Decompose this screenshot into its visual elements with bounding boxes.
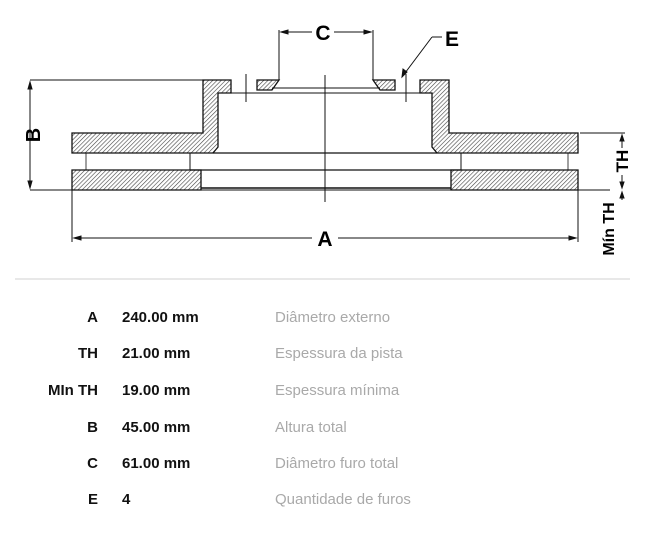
disc-lines	[85, 74, 569, 202]
spec-code: MIn TH	[48, 382, 98, 399]
spec-value: 240.00 mm	[122, 309, 199, 326]
label-e: E	[445, 28, 459, 51]
disc-body	[71, 79, 579, 191]
brake-disc-cross-section: B A C E TH Mín TH	[23, 22, 632, 256]
spec-row: TH 21.00 mm Espessura da pista	[0, 345, 650, 365]
spec-value: 61.00 mm	[122, 455, 191, 472]
spec-row: E 4 Quantidade de furos	[0, 491, 650, 511]
spec-code: C	[87, 455, 98, 472]
spec-value: 45.00 mm	[122, 419, 191, 436]
label-c: C	[315, 22, 330, 45]
spec-description: Diâmetro externo	[275, 309, 391, 326]
spec-description: Espessura da pista	[275, 345, 403, 362]
spec-row: A 240.00 mm Diâmetro externo	[0, 309, 650, 329]
divider	[15, 278, 630, 280]
spec-description: Espessura mínima	[275, 382, 400, 399]
spec-code: B	[87, 419, 98, 436]
label-min-th: Mín TH	[601, 202, 618, 255]
spec-row: C 61.00 mm Diâmetro furo total	[0, 455, 650, 475]
label-b: B	[23, 128, 45, 142]
spec-code: TH	[78, 345, 98, 362]
spec-code: A	[87, 309, 98, 326]
spec-description: Altura total	[275, 419, 347, 436]
spec-row: B 45.00 mm Altura total	[0, 419, 650, 439]
dimension-lines	[27, 29, 625, 242]
spec-value: 4	[122, 491, 131, 508]
spec-value: 19.00 mm	[122, 382, 191, 399]
spec-code: E	[87, 491, 98, 508]
label-a: A	[317, 228, 332, 251]
label-th: TH	[613, 150, 632, 173]
spec-value: 21.00 mm	[122, 345, 191, 362]
spec-description: Diâmetro furo total	[275, 455, 399, 472]
spec-description: Quantidade de furos	[275, 491, 411, 508]
spec-row: MIn TH 19.00 mm Espessura mínima	[0, 382, 650, 402]
